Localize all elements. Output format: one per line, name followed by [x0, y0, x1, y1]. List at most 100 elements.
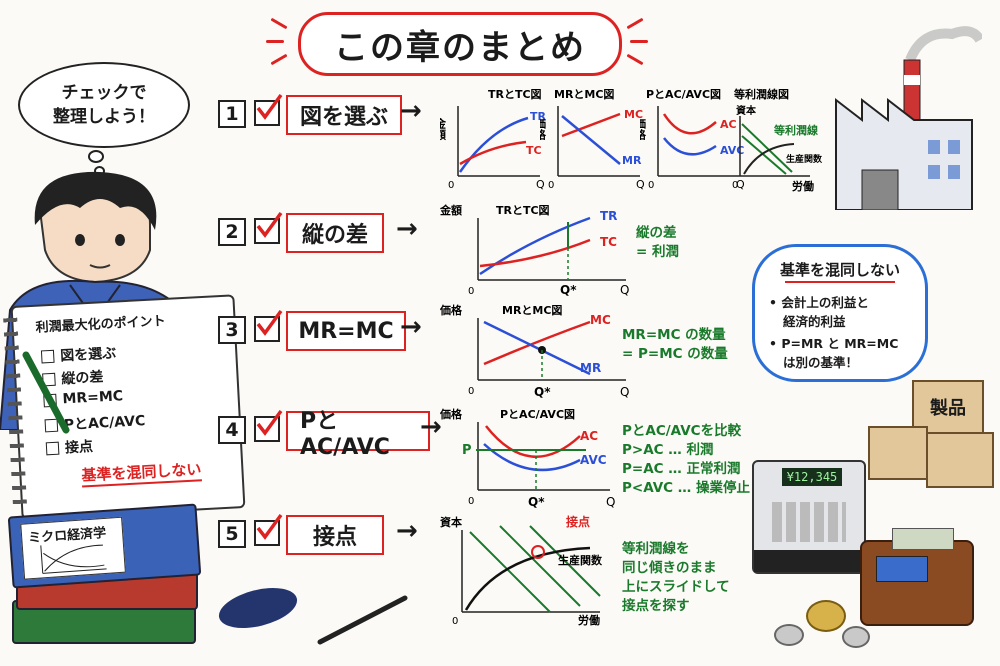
product-box [868, 426, 928, 480]
mr-curve [561, 115, 621, 165]
y-axis-label: 金額 [440, 117, 447, 141]
graph-2-tr-tc: 金額 TRとTC図 TR TC Q* 0 Q [440, 203, 629, 297]
check-icon [254, 93, 283, 126]
production-curve [464, 546, 591, 611]
pen-icon [22, 351, 70, 434]
arrow-icon: → [400, 312, 422, 342]
q-star-label: Q* [560, 283, 577, 297]
title-burst [266, 40, 284, 43]
tangent-label: 接点 [566, 514, 590, 529]
mr-curve [483, 320, 591, 376]
factory-illustration [835, 26, 982, 210]
avc-curve [483, 443, 581, 472]
x-axis-label: Q [536, 178, 545, 191]
register-keypad [772, 502, 846, 542]
coin-icon [774, 624, 804, 646]
step-box: 縦の差 [286, 213, 384, 253]
arrow-icon: → [400, 96, 422, 126]
graph-4-p-ac-avc: 価格 PとAC/AVC図 P AC AVC Q* 0 Q [440, 407, 615, 509]
y-axis-label: 価格 [440, 407, 463, 421]
step-number: 4 [218, 416, 246, 444]
bubble-dot [88, 150, 104, 163]
step-number: 1 [218, 100, 246, 128]
graph-tr-tc: TRとTC図 金額 TR TC 0 Q [440, 87, 547, 191]
cash-register: ¥12,345 [752, 460, 866, 574]
title-burst [626, 53, 644, 66]
x-axis-label: Q [606, 495, 615, 509]
graph-3-note: MR=MC の数量 [622, 327, 726, 343]
curve-label: TR [600, 209, 617, 223]
graph-5-tangency: 資本 接点 生産関数 0 労働 [440, 514, 603, 627]
graph-2-note: = 利潤 [636, 244, 680, 260]
bubble-line-2: 整理しよう！ [53, 107, 155, 127]
origin-label: 0 [468, 386, 474, 397]
x-axis-label: 労働 [578, 613, 600, 627]
cloud-bullet: は別の基準！ [783, 355, 859, 370]
y-axis-label: 価格 [540, 117, 547, 141]
step-box: 接点 [286, 515, 384, 555]
checkbox-icon [45, 441, 60, 455]
bubble-line-1: チェックで [61, 83, 147, 103]
tc-curve [479, 238, 591, 268]
graph-isoprofit: 等利潤線図 資本 等利潤線 生産関数 0 労働 [732, 87, 823, 193]
origin-label: 0 [548, 180, 554, 191]
graph-2-note: 縦の差 [636, 225, 677, 241]
cloud-underline [785, 281, 895, 283]
curve-label: 生産関数 [558, 553, 603, 567]
check-icon [254, 513, 283, 546]
curve-label: AVC [580, 453, 607, 467]
check-icon [254, 211, 283, 244]
origin-label: 0 [648, 180, 654, 191]
curve-label: 生産関数 [786, 153, 823, 165]
graph-4-note: PとAC/AVCを比較 [622, 423, 742, 439]
q-star-label: Q* [528, 495, 545, 509]
y-axis-label: 金額 [440, 203, 462, 217]
tc-curve [459, 140, 527, 166]
y-axis-label: 資本 [440, 515, 462, 529]
ac-curve [662, 113, 717, 135]
mini-graph-icon [40, 544, 107, 574]
graph-4-note: P>AC … 利潤 [622, 442, 714, 458]
arrow-icon: → [420, 412, 442, 442]
graphs-row-1: TRとTC図 金額 TR TC 0 Q [440, 87, 547, 191]
check-icon [254, 409, 283, 442]
curve-label: AVC [720, 144, 744, 157]
curve-label: 等利潤線 [773, 123, 818, 137]
graph-p-ac-avc: PとAC/AVC図 価格 AC AVC 0 Q [640, 87, 745, 191]
x-axis-label: Q [736, 178, 745, 191]
tr-curve [479, 216, 591, 276]
graph-mr-mc: MRとMC図 価格 MC MR 0 Q [540, 87, 645, 191]
origin-label: 0 [732, 180, 738, 191]
pencil-case-icon [218, 588, 408, 645]
product-box [926, 432, 994, 488]
tangent-point [531, 545, 545, 559]
title-burst [270, 53, 288, 66]
avc-curve [663, 137, 717, 156]
ac-curve [485, 425, 581, 458]
tr-curve [458, 116, 529, 173]
origin-label: 0 [448, 180, 454, 191]
card-icon [876, 556, 928, 582]
graph-title: TRとTC図 [488, 87, 542, 101]
origin-label: 0 [468, 496, 474, 507]
notepad-title: 利潤最大化のポイント [35, 313, 166, 336]
curve-label: MR [580, 361, 601, 375]
step-box: MR=MC [286, 311, 406, 351]
curve-label: TC [600, 235, 617, 249]
graph-title: 等利潤線図 [733, 87, 789, 101]
check-icon [254, 309, 283, 342]
graph-title: PとAC/AVC図 [500, 407, 575, 421]
graph-5-note: 同じ傾きのまま [622, 560, 717, 576]
notepad-warning: 基準を混同しない [80, 458, 203, 488]
textbook-cover: ミクロ経済学 [20, 516, 126, 580]
step-label: 接点 [312, 525, 357, 550]
page-title: この章のまとめ [298, 12, 622, 76]
curve-label: TC [526, 144, 542, 157]
graph-title: PとAC/AVC図 [646, 87, 721, 101]
wallet-icon [860, 528, 974, 626]
title-text: この章のまとめ [334, 27, 586, 68]
graph-5-note: 接点を探す [622, 598, 690, 614]
graph-3-mr-mc: 価格 MRとMC図 MC MR Q* 0 Q [440, 303, 629, 399]
q-star-label: Q* [534, 385, 551, 399]
cloud-bullet: • 会計上の利益と [769, 295, 869, 310]
